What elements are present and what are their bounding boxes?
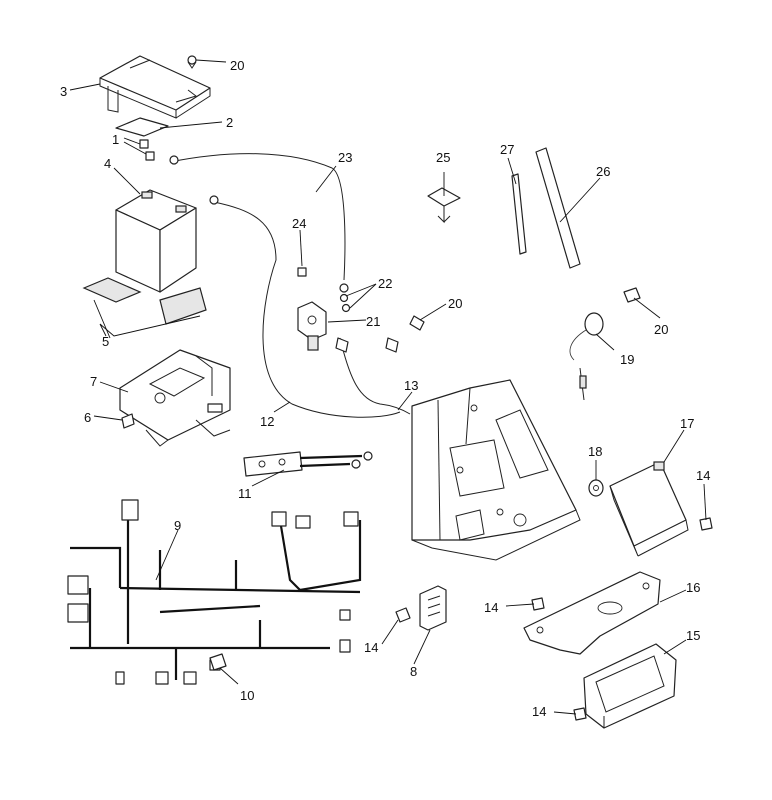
callout-18: 18 (588, 444, 602, 459)
screw-14-mid (531, 597, 545, 611)
bolt-24 (297, 267, 307, 277)
callout-11: 11 (238, 486, 252, 501)
cable-tie-27 (511, 173, 527, 255)
screw-right (623, 287, 641, 303)
callout-14: 14 (364, 640, 378, 655)
callout-1: 1 (112, 132, 119, 147)
wiring-harness (67, 499, 362, 685)
callout-25: 25 (436, 150, 450, 165)
leader-lines (69, 59, 707, 715)
battery-terminal-bolts (139, 139, 155, 161)
callout-26: 26 (596, 164, 610, 179)
callout-2: 2 (226, 115, 233, 130)
sensor-19 (569, 312, 604, 401)
callout-23: 23 (338, 150, 352, 165)
cable-lugs (335, 337, 399, 353)
connector-block-8 (419, 585, 447, 631)
screw-14-left (395, 607, 411, 623)
callout-7: 7 (90, 374, 97, 389)
screw-14-bottom (573, 707, 587, 721)
push-clip (427, 187, 461, 224)
callout-labels: 20 3 2 1 4 5 7 6 23 24 22 21 20 25 27 26… (60, 58, 710, 719)
battery-cables (169, 153, 411, 418)
cable-tie-26 (535, 147, 581, 269)
callout-5: 5 (102, 334, 109, 349)
callout-16: 16 (686, 580, 700, 595)
ecu-15 (583, 643, 677, 729)
screw-top (187, 55, 197, 69)
battery (115, 189, 197, 293)
callout-10: 10 (240, 688, 254, 703)
callout-21: 21 (366, 314, 380, 329)
callout-20: 20 (448, 296, 462, 311)
washer-18 (588, 479, 604, 497)
screw-14-right (699, 517, 713, 531)
frame-mounting-plate (411, 379, 581, 561)
callout-22: 22 (378, 276, 392, 291)
tray-screw (121, 413, 135, 429)
callout-15: 15 (686, 628, 700, 643)
callout-20: 20 (230, 58, 244, 73)
callout-6: 6 (84, 410, 91, 425)
terminal-nuts (339, 293, 351, 313)
battery-pads (82, 277, 207, 325)
callout-9: 9 (174, 518, 181, 533)
battery-hold-down-bracket (99, 55, 211, 119)
callout-14: 14 (696, 468, 710, 483)
battery-pad-top (115, 117, 169, 137)
callout-17: 17 (680, 416, 694, 431)
callout-20: 20 (654, 322, 668, 337)
callout-13: 13 (404, 378, 418, 393)
ground-cable-kit (243, 451, 373, 477)
callout-14: 14 (484, 600, 498, 615)
callout-3: 3 (60, 84, 67, 99)
callout-4: 4 (104, 156, 111, 171)
screw-mid (409, 315, 425, 331)
battery-tray (119, 349, 231, 447)
callout-8: 8 (410, 664, 417, 679)
callout-27: 27 (500, 142, 514, 157)
module-mounting-bracket (523, 571, 661, 655)
connector-10 (209, 653, 227, 671)
callout-19: 19 (620, 352, 634, 367)
callout-24: 24 (292, 216, 306, 231)
control-module-17 (609, 461, 689, 557)
starter-solenoid (297, 301, 327, 351)
callout-12: 12 (260, 414, 274, 429)
callout-14: 14 (532, 704, 546, 719)
